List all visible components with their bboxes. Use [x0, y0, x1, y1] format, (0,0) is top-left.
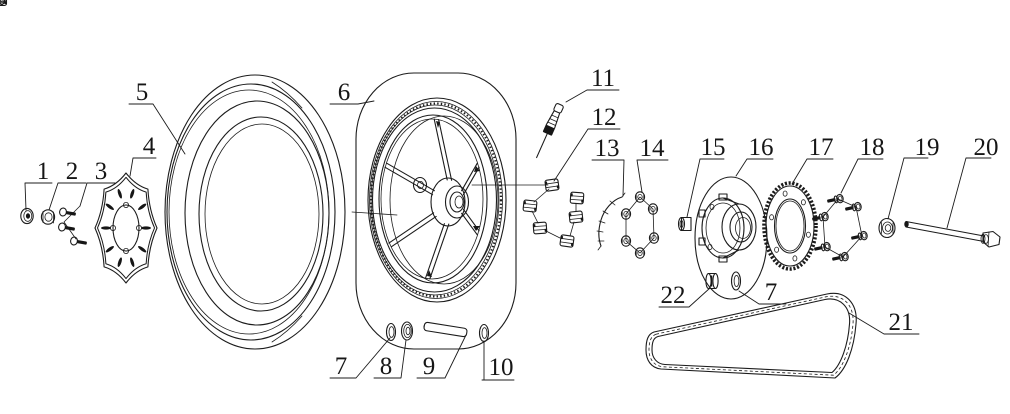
callout-21: 21: [848, 309, 920, 336]
callout-8-number: 8: [380, 353, 393, 380]
callout-16-number: 16: [749, 134, 774, 161]
callout-20: 20: [946, 134, 999, 229]
callout-18-number: 18: [860, 134, 885, 161]
callout-1: 1: [24, 158, 53, 211]
callout-9-number: 9: [423, 353, 436, 380]
callout-8: 8: [373, 339, 407, 380]
callout-12-number: 12: [592, 104, 617, 131]
callout-14: 14: [636, 135, 669, 193]
part-18-sprocket-bolts: [0, 0, 869, 264]
callout-7b-number: 7: [765, 279, 778, 306]
callout-14-number: 14: [640, 135, 666, 162]
callout-19-number: 19: [915, 134, 940, 161]
part-6-wheel-assembly: [351, 72, 517, 350]
part-3-disc-bolts: [58, 205, 87, 246]
callout-17: 17: [791, 134, 834, 185]
callout-18: 18: [840, 134, 885, 194]
callout-1-number: 1: [37, 158, 50, 185]
wheel-hub: [412, 176, 470, 227]
callout-19: 19: [887, 134, 940, 220]
hub-pointer-line: [351, 211, 398, 216]
callout-5-number: 5: [136, 79, 149, 106]
callout-10-number: 10: [489, 354, 514, 381]
callout-17-number: 17: [809, 134, 834, 161]
part-1-washer: [20, 207, 34, 225]
part-4-brake-disc: [94, 172, 158, 284]
callout-7: 7: [329, 337, 391, 380]
callout-7b: 7: [738, 279, 787, 306]
callout-11-number: 11: [591, 65, 615, 92]
callout-13-number: 13: [595, 135, 620, 162]
callout-6-number: 6: [338, 79, 351, 106]
callout-3: 3: [79, 158, 116, 207]
callout-6: 6: [329, 79, 375, 106]
callout-5: 5: [128, 79, 186, 155]
callout-15-number: 15: [701, 134, 726, 161]
callouts: 1 2 3 4 5 6 7 8: [24, 65, 999, 381]
part-7b-spacer-ring: [730, 271, 742, 291]
callout-13: 13: [591, 135, 625, 197]
part-2-flange-nut: [40, 209, 56, 225]
part-19-axle-nut: [878, 217, 896, 239]
callout-4-number: 4: [143, 133, 156, 160]
part-11-valve-stem: [536, 103, 564, 159]
callout-16: 16: [735, 134, 774, 177]
part-15-bushing: [677, 216, 692, 232]
part-21-drive-chain: [645, 292, 857, 379]
wheel-spokes: [384, 118, 480, 280]
wheel-group-boundary: [355, 72, 517, 350]
callout-2: 2: [48, 158, 87, 211]
callout-15: 15: [686, 134, 726, 218]
callout-22: 22: [658, 282, 711, 309]
callout-22-number: 22: [661, 282, 686, 309]
part-17-rear-sprocket: [762, 181, 818, 271]
part-9-spacer-tube: [423, 321, 468, 338]
callout-20-number: 20: [974, 134, 999, 161]
part-13-circlip: [596, 192, 626, 251]
callout-2-number: 2: [66, 158, 79, 185]
callout-12: 12: [553, 104, 621, 182]
part-10-bearing: [478, 323, 490, 343]
callout-21-number: 21: [889, 309, 914, 336]
part-16-sprocket-carrier: [694, 176, 768, 300]
part-8-bearing: [400, 321, 414, 341]
callout-3-number: 3: [95, 158, 108, 185]
part-7-spacer-ring: [385, 322, 397, 342]
callout-9: 9: [416, 334, 467, 380]
callout-7-number: 7: [335, 353, 348, 380]
part-5-tire: [164, 74, 346, 350]
callout-4: 4: [129, 133, 157, 177]
callout-10: 10: [481, 340, 515, 381]
part-22-oil-seal: [705, 272, 719, 290]
part-20-rear-axle: [904, 220, 1001, 248]
callout-11: 11: [565, 65, 620, 103]
disc-slots: [101, 189, 151, 267]
